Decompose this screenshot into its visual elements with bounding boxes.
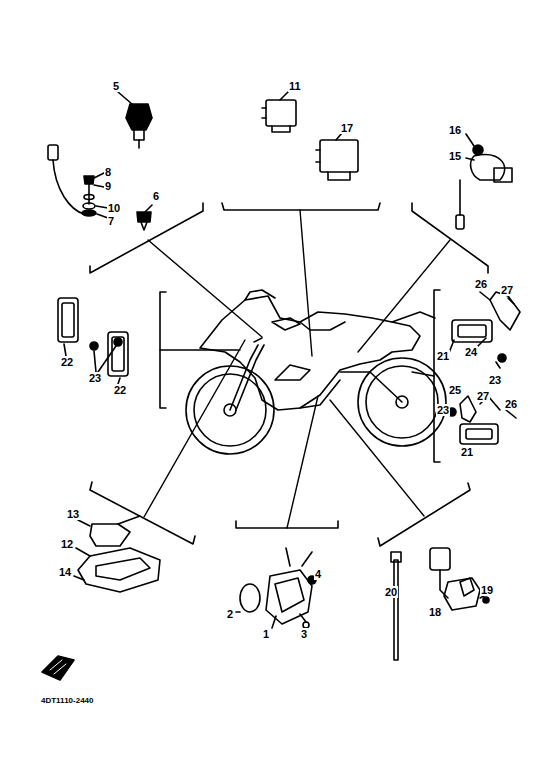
callout-number: 13 (66, 508, 80, 520)
clamp-and-switch-part (391, 548, 489, 660)
callout-number: 23 (436, 404, 450, 416)
callout-number: 23 (88, 372, 102, 384)
callout-number: 24 (464, 346, 478, 358)
callout-number: 18 (428, 606, 442, 618)
callout-number: 15 (448, 150, 462, 162)
callout-number: 23 (488, 374, 502, 386)
callout-number: 8 (104, 166, 112, 178)
flasher-part (236, 548, 316, 628)
callout-number: 4 (314, 568, 322, 580)
callout-number: 22 (113, 384, 127, 396)
callout-number: 27 (500, 284, 514, 296)
motorcycle-outline (186, 290, 446, 454)
callout-number: 26 (474, 278, 488, 290)
reflector-bracket-part (447, 292, 520, 444)
callout-number: 9 (104, 180, 112, 192)
callout-number: 21 (436, 350, 450, 362)
callout-number: 10 (107, 202, 121, 214)
sender-part (137, 205, 152, 230)
callout-number: 14 (58, 566, 72, 578)
sensor-wire-part (48, 145, 108, 218)
switch-unit-part (74, 516, 160, 592)
reflector-part (58, 298, 128, 384)
callout-number: 21 (460, 446, 474, 458)
switch-part (118, 92, 152, 148)
callout-number: 27 (476, 390, 490, 402)
callout-number: 22 (60, 356, 74, 368)
catalog-code: 4DT1110-2440 (40, 696, 95, 705)
callout-number: 2 (226, 608, 234, 620)
callout-number: 26 (504, 398, 518, 410)
callout-number: 20 (384, 586, 398, 598)
callout-number: 1 (262, 628, 270, 640)
callout-number: 19 (480, 584, 494, 596)
direction-icon (42, 656, 74, 680)
horn-part (456, 134, 512, 229)
callout-number: 3 (300, 628, 308, 640)
group-bracket (90, 203, 488, 546)
callout-number: 6 (152, 190, 160, 202)
leader-line (144, 210, 450, 528)
relay-part (262, 92, 358, 180)
callout-number: 16 (448, 124, 462, 136)
callout-number: 17 (340, 122, 354, 134)
callout-number: 7 (107, 215, 115, 227)
callout-number: 25 (448, 384, 462, 396)
callout-number: 12 (60, 538, 74, 550)
callout-number: 11 (288, 80, 302, 92)
callout-number: 5 (112, 80, 120, 92)
